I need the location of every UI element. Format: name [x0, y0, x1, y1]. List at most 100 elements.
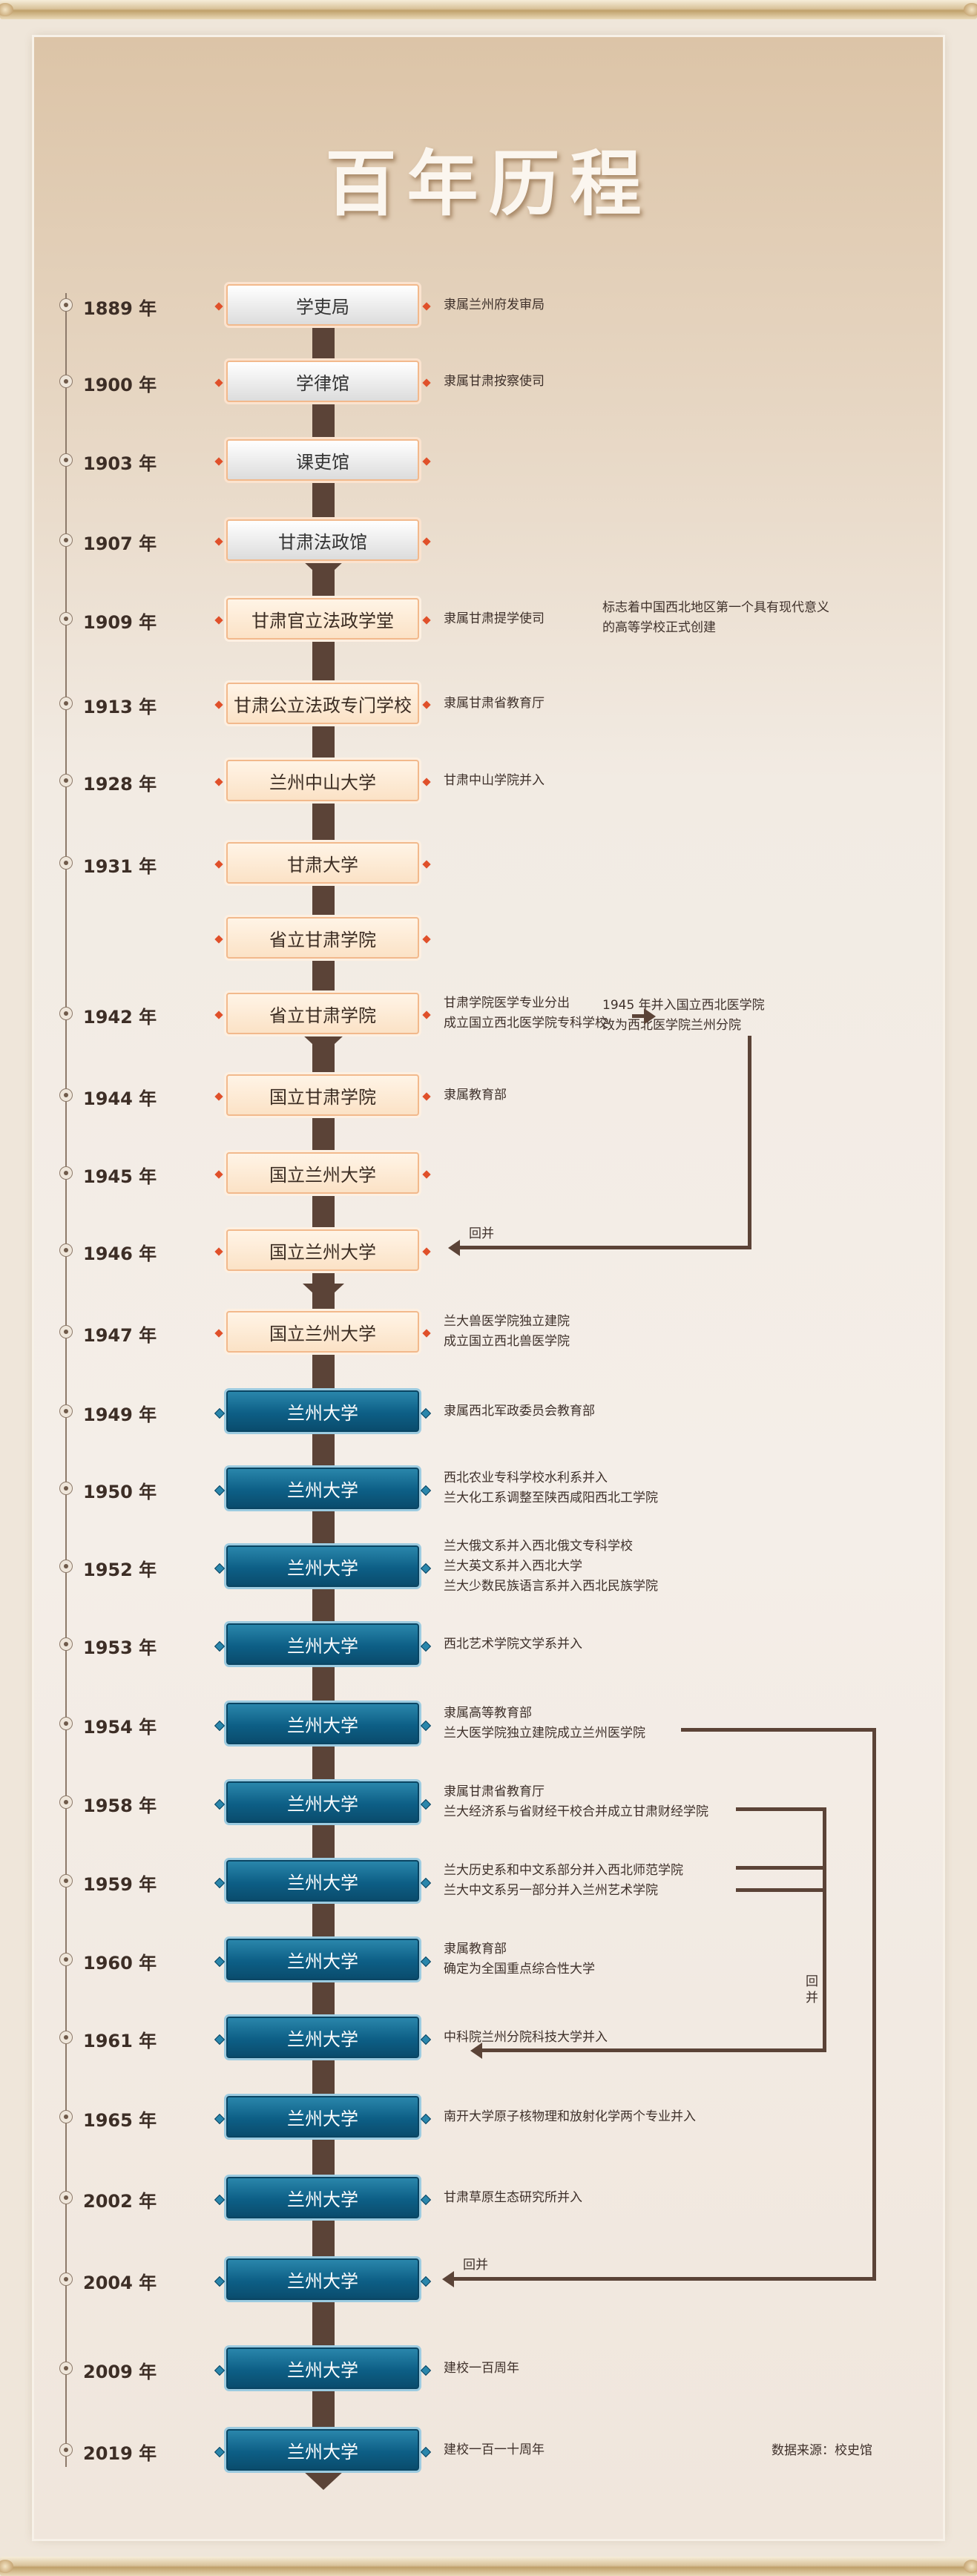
institution-box: 课吏馆	[214, 439, 431, 481]
event-note-line: 隶属甘肃按察使司	[444, 373, 545, 389]
timeline-dot	[59, 1404, 73, 1418]
year-label: 1953 年	[83, 1637, 157, 1658]
institution-name: 兰州大学	[287, 2359, 358, 2381]
year-label: 1903 年	[83, 453, 157, 474]
institution-box: 兰州大学	[214, 1703, 432, 1744]
year-label: 1954 年	[83, 1717, 157, 1738]
year-label: 1928 年	[83, 774, 157, 795]
year-label: 1947 年	[83, 1325, 157, 1346]
merge-label: 回并	[469, 1226, 494, 1241]
institution-name: 兰州中山大学	[269, 772, 376, 793]
year-label: 1952 年	[83, 1560, 157, 1580]
timeline-dot	[59, 2273, 73, 2286]
event-note-line: 兰大英文系并入西北大学	[444, 1558, 582, 1574]
scroll-top-rod	[0, 0, 977, 19]
institution-box: 国立兰州大学	[214, 1311, 431, 1353]
institution-name: 国立兰州大学	[269, 1323, 376, 1344]
event-note-line: 成立国立西北兽医学院	[444, 1334, 570, 1349]
timeline-dot	[59, 1953, 73, 1966]
arrow-left-icon	[442, 2271, 454, 2287]
event-note: 甘肃中山学院并入	[444, 771, 545, 791]
institution-name: 兰州大学	[287, 1402, 358, 1424]
year-label: 1960 年	[83, 1953, 157, 1974]
year-label: 1913 年	[83, 697, 157, 717]
year-label: 1950 年	[83, 1482, 157, 1502]
year-label: 2009 年	[83, 2362, 157, 2382]
event-note-line: 兰大兽医学院独立建院	[444, 1314, 570, 1329]
institution-name: 兰州大学	[287, 1479, 358, 1501]
institution-box: 甘肃大学	[214, 842, 431, 884]
event-note: 隶属西北军政委员会教育部	[444, 1402, 595, 1422]
timeline-dot	[59, 2443, 73, 2457]
event-note-line: 隶属甘肃省教育厅	[444, 1784, 545, 1799]
year-label: 1907 年	[83, 533, 157, 554]
event-note-line: 隶属教育部	[444, 1087, 507, 1103]
extra-note-line: 的高等学校正式创建	[602, 620, 716, 635]
institution-name: 省立甘肃学院	[269, 929, 376, 950]
event-note-line: 西北农业专科学校水利系并入	[444, 1471, 608, 1485]
extra-note-line: 标志着中国西北地区第一个具有现代意义	[602, 600, 829, 615]
institution-name: 学吏局	[296, 296, 349, 318]
institution-box: 兰州大学	[214, 2347, 432, 2389]
year-label: 1959 年	[83, 1874, 157, 1895]
timeline-dot	[59, 2362, 73, 2375]
event-note-line: 隶属甘肃提学使司	[444, 611, 545, 626]
event-note: 兰大历史系和中文系部分并入西北师范学院兰大中文系另一部分并入兰州艺术学院	[444, 1861, 683, 1901]
event-note: 隶属高等教育部兰大医学院独立建院成立兰州医学院	[444, 1703, 645, 1744]
institution-name: 国立甘肃学院	[269, 1086, 376, 1108]
year-label: 1949 年	[83, 1404, 157, 1425]
arrowhead-down-icon	[303, 1035, 344, 1054]
event-note-line: 兰大俄文系并入西北俄文专科学校	[444, 1538, 633, 1554]
timeline-dot	[59, 697, 73, 710]
event-note-line: 隶属教育部	[444, 1942, 507, 1956]
event-note-line: 建校一百一十周年	[444, 2442, 545, 2457]
timeline-dot	[59, 2191, 73, 2204]
timeline-dot	[59, 533, 73, 547]
merge-label-vertical: 回并	[806, 1974, 818, 2005]
institution-name: 兰州大学	[287, 2441, 358, 2462]
arrowhead-down-icon	[303, 2471, 344, 2490]
timeline-dot	[59, 1088, 73, 1102]
event-note: 隶属甘肃省教育厅	[444, 694, 545, 714]
institution-name: 国立兰州大学	[269, 1241, 376, 1263]
year-label: 1909 年	[83, 612, 157, 633]
timeline-dot	[59, 2031, 73, 2044]
event-note-line: 兰大历史系和中文系部分并入西北师范学院	[444, 1863, 683, 1878]
connector-line	[823, 1807, 826, 2052]
event-note-line: 南开大学原子核物理和放射化学两个专业并入	[444, 2109, 696, 2124]
institution-box: 兰州大学	[214, 1860, 432, 1902]
institution-name: 兰州大学	[287, 2189, 358, 2210]
institution-name: 国立兰州大学	[269, 1164, 376, 1186]
page-title: 百年历程	[325, 142, 652, 226]
arrow-left-icon	[448, 1240, 460, 1256]
institution-box: 兰州大学	[214, 2258, 432, 2300]
timeline-line	[65, 293, 67, 2467]
scroll-bottom-rod	[0, 2557, 977, 2576]
timeline-dot	[59, 1325, 73, 1338]
year-label: 2019 年	[83, 2443, 157, 2464]
timeline-dot	[59, 1874, 73, 1887]
arrowhead-down-icon	[303, 561, 344, 580]
event-note-line: 西北艺术学院文学系并入	[444, 1636, 582, 1652]
institution-name: 课吏馆	[296, 451, 349, 473]
institution-name: 甘肃官立法政学堂	[251, 610, 394, 631]
year-label: 1889 年	[83, 298, 157, 319]
year-label: 1961 年	[83, 2031, 157, 2051]
institution-box: 兰州大学	[214, 1623, 432, 1665]
institution-box: 学律馆	[214, 361, 431, 402]
event-note: 建校一百周年	[444, 2359, 519, 2379]
institution-box: 兰州大学	[214, 1939, 432, 1980]
institution-name: 省立甘肃学院	[269, 1005, 376, 1026]
year-label: 1900 年	[83, 375, 157, 395]
event-note: 隶属甘肃省教育厅兰大经济系与省财经干校合并成立甘肃财经学院	[444, 1782, 708, 1822]
event-note-line: 成立国立西北医学院专科学校	[444, 1016, 608, 1031]
event-note: 兰大兽医学院独立建院成立国立西北兽医学院	[444, 1312, 570, 1352]
institution-box: 学吏局	[214, 284, 431, 326]
institution-box: 兰州大学	[214, 1390, 432, 1432]
connector-line	[681, 1728, 876, 1732]
arrow-right-icon	[644, 1008, 656, 1025]
extra-note: 1945 年并入国立西北医学院改为西北医学院兰州分院	[602, 996, 765, 1036]
extra-note-line: 1945 年并入国立西北医学院	[602, 998, 765, 1013]
timeline-dot	[59, 856, 73, 870]
connector-line	[460, 1246, 751, 1249]
